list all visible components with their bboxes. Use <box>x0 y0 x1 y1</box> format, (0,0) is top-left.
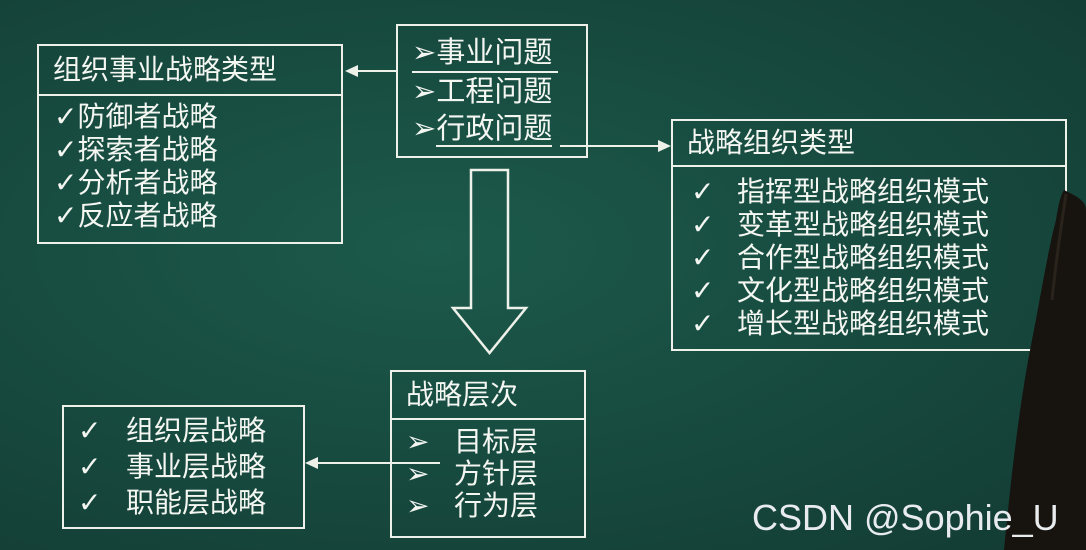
arrow-bullet-icon: ➢ <box>412 35 437 69</box>
strategy-tiers-box: ✓ 组织层战略 ✓ 事业层战略 ✓ 职能层战略 <box>62 405 305 529</box>
hollow-down-arrow <box>450 168 529 355</box>
list-item-label: 事业问题 <box>436 35 553 69</box>
check-icon: ✓ <box>54 166 78 199</box>
list-item-label: 增长型战略组织模式 <box>737 307 990 340</box>
list-item-label: 行政问题 <box>436 111 553 147</box>
problems-box: ➢事业问题 ➢工程问题 ➢行政问题 <box>396 24 588 158</box>
list-item-label: 工程问题 <box>436 74 553 108</box>
check-icon: ✓ <box>54 100 78 133</box>
list-item: ✓ 文化型战略组织模式 <box>691 274 1065 307</box>
list-item-label: 指挥型战略组织模式 <box>737 175 990 208</box>
strategy-levels-title: 战略层次 <box>392 372 584 420</box>
list-item-label: 文化型战略组织模式 <box>737 274 990 307</box>
list-item-label: 组织层战略 <box>126 414 267 447</box>
list-item-label: 探索者战略 <box>77 133 218 166</box>
list-item: ✓ 职能层战略 <box>78 485 303 521</box>
list-item: ✓ 事业层战略 <box>78 449 303 485</box>
list-item: ✓ 组织层战略 <box>78 413 303 449</box>
check-icon: ✓ <box>691 241 715 274</box>
list-item-label: 反应者战略 <box>77 199 218 232</box>
watermark: CSDN @Sophie_U <box>752 497 1059 538</box>
list-item-label: 合作型战略组织模式 <box>737 241 990 274</box>
list-item-label: 方针层 <box>454 457 539 490</box>
list-item-label: 事业层战略 <box>126 450 267 483</box>
list-item: ➢行政问题 <box>412 110 586 147</box>
list-item: ✓反应者战略 <box>54 199 341 232</box>
list-item-label: 行为层 <box>454 489 539 522</box>
list-item: ✓ 指挥型战略组织模式 <box>691 175 1065 208</box>
list-item: ➢ 方针层 <box>406 458 584 490</box>
list-item-label: 分析者战略 <box>77 166 218 199</box>
list-item: ➢ 目标层 <box>406 426 584 458</box>
check-icon: ✓ <box>691 307 715 340</box>
business-strategy-types-list: ✓防御者战略 ✓探索者战略 ✓分析者战略 ✓反应者战略 <box>39 96 341 232</box>
strategy-organization-types-title: 战略组织类型 <box>673 121 1065 167</box>
check-icon: ✓ <box>54 199 78 232</box>
list-item: ✓防御者战略 <box>54 100 341 133</box>
list-item: ➢ 行为层 <box>406 490 584 522</box>
strategy-levels-list: ➢ 目标层 ➢ 方针层 ➢ 行为层 <box>392 420 584 522</box>
arrow-head-right <box>658 140 671 152</box>
list-item-label: 变革型战略组织模式 <box>737 208 990 241</box>
list-item: ➢工程问题 <box>412 73 586 110</box>
list-item: ✓探索者战略 <box>54 133 341 166</box>
arrow-bullet-icon: ➢ <box>406 425 430 458</box>
check-icon: ✓ <box>78 414 102 447</box>
check-icon: ✓ <box>691 175 715 208</box>
strategy-levels-box: 战略层次 ➢ 目标层 ➢ 方针层 ➢ 行为层 <box>390 370 586 538</box>
strategy-organization-types-list: ✓ 指挥型战略组织模式 ✓ 变革型战略组织模式 ✓ 合作型战略组织模式 ✓ 文化型战略组… <box>673 167 1065 340</box>
arrow-head-left-lower <box>305 457 318 469</box>
arrow-bullet-icon: ➢ <box>406 489 430 522</box>
business-strategy-types-title: 组织事业战略类型 <box>39 46 341 96</box>
arrow-bullet-icon: ➢ <box>412 111 437 145</box>
list-item: ✓分析者战略 <box>54 166 341 199</box>
arrow-head-left <box>345 65 358 77</box>
arrow-bullet-icon: ➢ <box>406 457 430 490</box>
strategy-organization-types-box: 战略组织类型 ✓ 指挥型战略组织模式 ✓ 变革型战略组织模式 ✓ 合作型战略组织模式 … <box>671 119 1067 351</box>
check-icon: ✓ <box>691 274 715 307</box>
check-icon: ✓ <box>54 133 78 166</box>
business-strategy-types-box: 组织事业战略类型 ✓防御者战略 ✓探索者战略 ✓分析者战略 ✓反应者战略 <box>37 44 343 244</box>
check-icon: ✓ <box>78 450 102 483</box>
list-item: ✓ 增长型战略组织模式 <box>691 307 1065 340</box>
presenter-silhouette <box>1004 190 1086 550</box>
check-icon: ✓ <box>691 208 715 241</box>
list-item-label: 职能层战略 <box>126 486 267 519</box>
list-item-label: 目标层 <box>454 425 539 458</box>
list-item-label: 防御者战略 <box>77 100 218 133</box>
check-icon: ✓ <box>78 486 102 519</box>
list-item: ✓ 变革型战略组织模式 <box>691 208 1065 241</box>
list-item: ➢事业问题 <box>412 34 586 73</box>
list-item: ✓ 合作型战略组织模式 <box>691 241 1065 274</box>
arrow-bullet-icon: ➢ <box>412 74 437 108</box>
